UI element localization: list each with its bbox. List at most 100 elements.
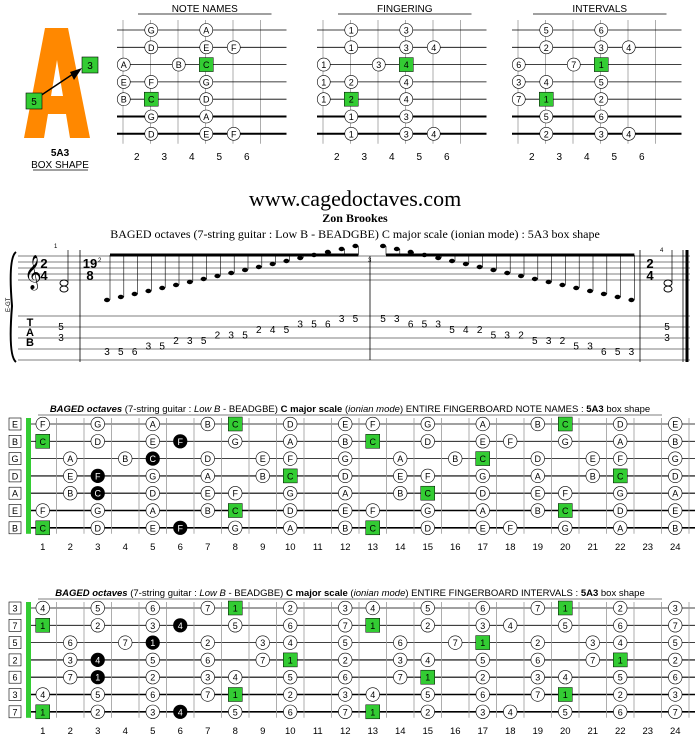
scale-note-marker [145, 635, 160, 650]
scale-note-marker [90, 704, 105, 719]
note-marker [316, 75, 331, 89]
root-note-marker [539, 91, 554, 107]
scale-note-label: A [480, 506, 486, 516]
scale-root-marker [228, 503, 243, 518]
scale-note-label: 7 [535, 690, 540, 700]
scale-note-label: 3 [68, 655, 73, 665]
scale-note-label: C [150, 454, 157, 464]
open-string-marker [8, 636, 22, 649]
scale-root-marker [365, 434, 380, 449]
scale-note-label: 2 [288, 604, 293, 614]
fret-number: 3 [95, 726, 100, 737]
fret-number: 9 [260, 542, 265, 553]
scale-note-marker [393, 652, 408, 668]
open-string-label: E [12, 420, 18, 430]
scale-note-marker [90, 652, 105, 668]
fret-number: 14 [395, 726, 406, 737]
scale-note-label: 7 [205, 690, 210, 700]
open-string-marker [8, 486, 22, 500]
scale-note-label: 5 [425, 690, 430, 700]
scale-note-label: A [150, 506, 156, 516]
chord-note [59, 285, 69, 293]
scale-note-label: 4 [40, 690, 45, 700]
scale-note-marker [228, 704, 243, 719]
fret-number: 1 [40, 542, 45, 553]
scale-note-label: C [287, 471, 294, 481]
fret-number: 24 [670, 726, 681, 737]
scale-note-label: 6 [68, 638, 73, 648]
scale-note-marker [530, 486, 545, 501]
scale-note [407, 249, 414, 255]
scale-note-label: E [672, 420, 678, 430]
scale-note-marker [283, 520, 298, 535]
scale-note-marker [63, 635, 78, 650]
scale-note [186, 279, 193, 285]
scale-note [242, 267, 248, 273]
scale-note-marker [365, 503, 380, 518]
fret-number: 4 [584, 152, 590, 163]
note-label: 3 [404, 43, 409, 53]
scale-note-marker [668, 670, 683, 685]
scale-note-label: 1 [370, 621, 375, 631]
scale-note-label: 1 [480, 638, 485, 648]
scale-note [269, 261, 276, 267]
fret-number: 2 [68, 726, 73, 737]
scale-note-label: C [40, 437, 47, 447]
scale-note-label: 4 [508, 621, 513, 631]
note-marker [621, 40, 636, 55]
page-subtitle: BAGED octaves (7-string guitar : Low B -… [110, 227, 600, 241]
tab-fret-number: 5 [118, 347, 124, 358]
scale-note [600, 291, 607, 297]
scale-note-marker [63, 468, 78, 484]
scale-note-marker [448, 451, 463, 466]
scale-note-marker [393, 468, 408, 484]
scale-note-label: F [508, 523, 514, 533]
scale-note [559, 282, 566, 288]
scale-note-label: 7 [123, 638, 128, 648]
open-string-label: G [11, 454, 18, 464]
scale-note [476, 264, 483, 270]
scale-note-marker [613, 416, 628, 432]
note-label: 4 [431, 129, 436, 139]
scale-note-label: D [342, 471, 349, 481]
note-marker [344, 40, 359, 55]
fret-number: 2 [529, 152, 535, 163]
note-marker [399, 40, 414, 55]
scale-note-marker [420, 618, 435, 633]
fret-number: 6 [244, 152, 250, 163]
fret-number: 22 [615, 542, 626, 553]
scale-note-marker [668, 416, 683, 432]
scale-note-label: 7 [535, 604, 540, 614]
fret-number: 2 [134, 152, 140, 163]
fret-number: 5 [416, 152, 422, 163]
scale-note-marker [585, 652, 600, 668]
scale-note-marker [530, 600, 545, 616]
scale-note-label: 2 [425, 707, 430, 717]
scale-note-label: 2 [95, 707, 100, 717]
board-title-part: ) ENTIRE FINGERBOARD INTERVALS : [405, 588, 580, 599]
scale-note-marker [530, 468, 545, 484]
fret-number: 10 [285, 542, 296, 553]
scale-note-label: 6 [480, 604, 485, 614]
note-marker [539, 109, 554, 124]
tab-fret-number: 4 [463, 325, 469, 336]
tab-fret-number: 2 [215, 331, 221, 342]
scale-note-marker [585, 468, 600, 484]
tab-fret-number: 3 [228, 331, 234, 342]
scale-note-label: D [617, 420, 624, 430]
board-title-part: - BEADGBE) [226, 588, 286, 599]
note-marker [621, 127, 636, 141]
scale-note [159, 285, 166, 291]
scale-note-label: C [617, 471, 624, 481]
open-string-label: E [12, 506, 18, 516]
fret-number: 1 [40, 726, 45, 737]
fret-number: 5 [150, 726, 155, 737]
note-label: B [121, 95, 127, 105]
fret-number: 17 [477, 542, 488, 553]
scale-note-label: 3 [590, 638, 595, 648]
board-title-part: ionian mode [354, 588, 406, 599]
note-label: 2 [349, 95, 354, 105]
scale-note-label: G [617, 489, 624, 499]
